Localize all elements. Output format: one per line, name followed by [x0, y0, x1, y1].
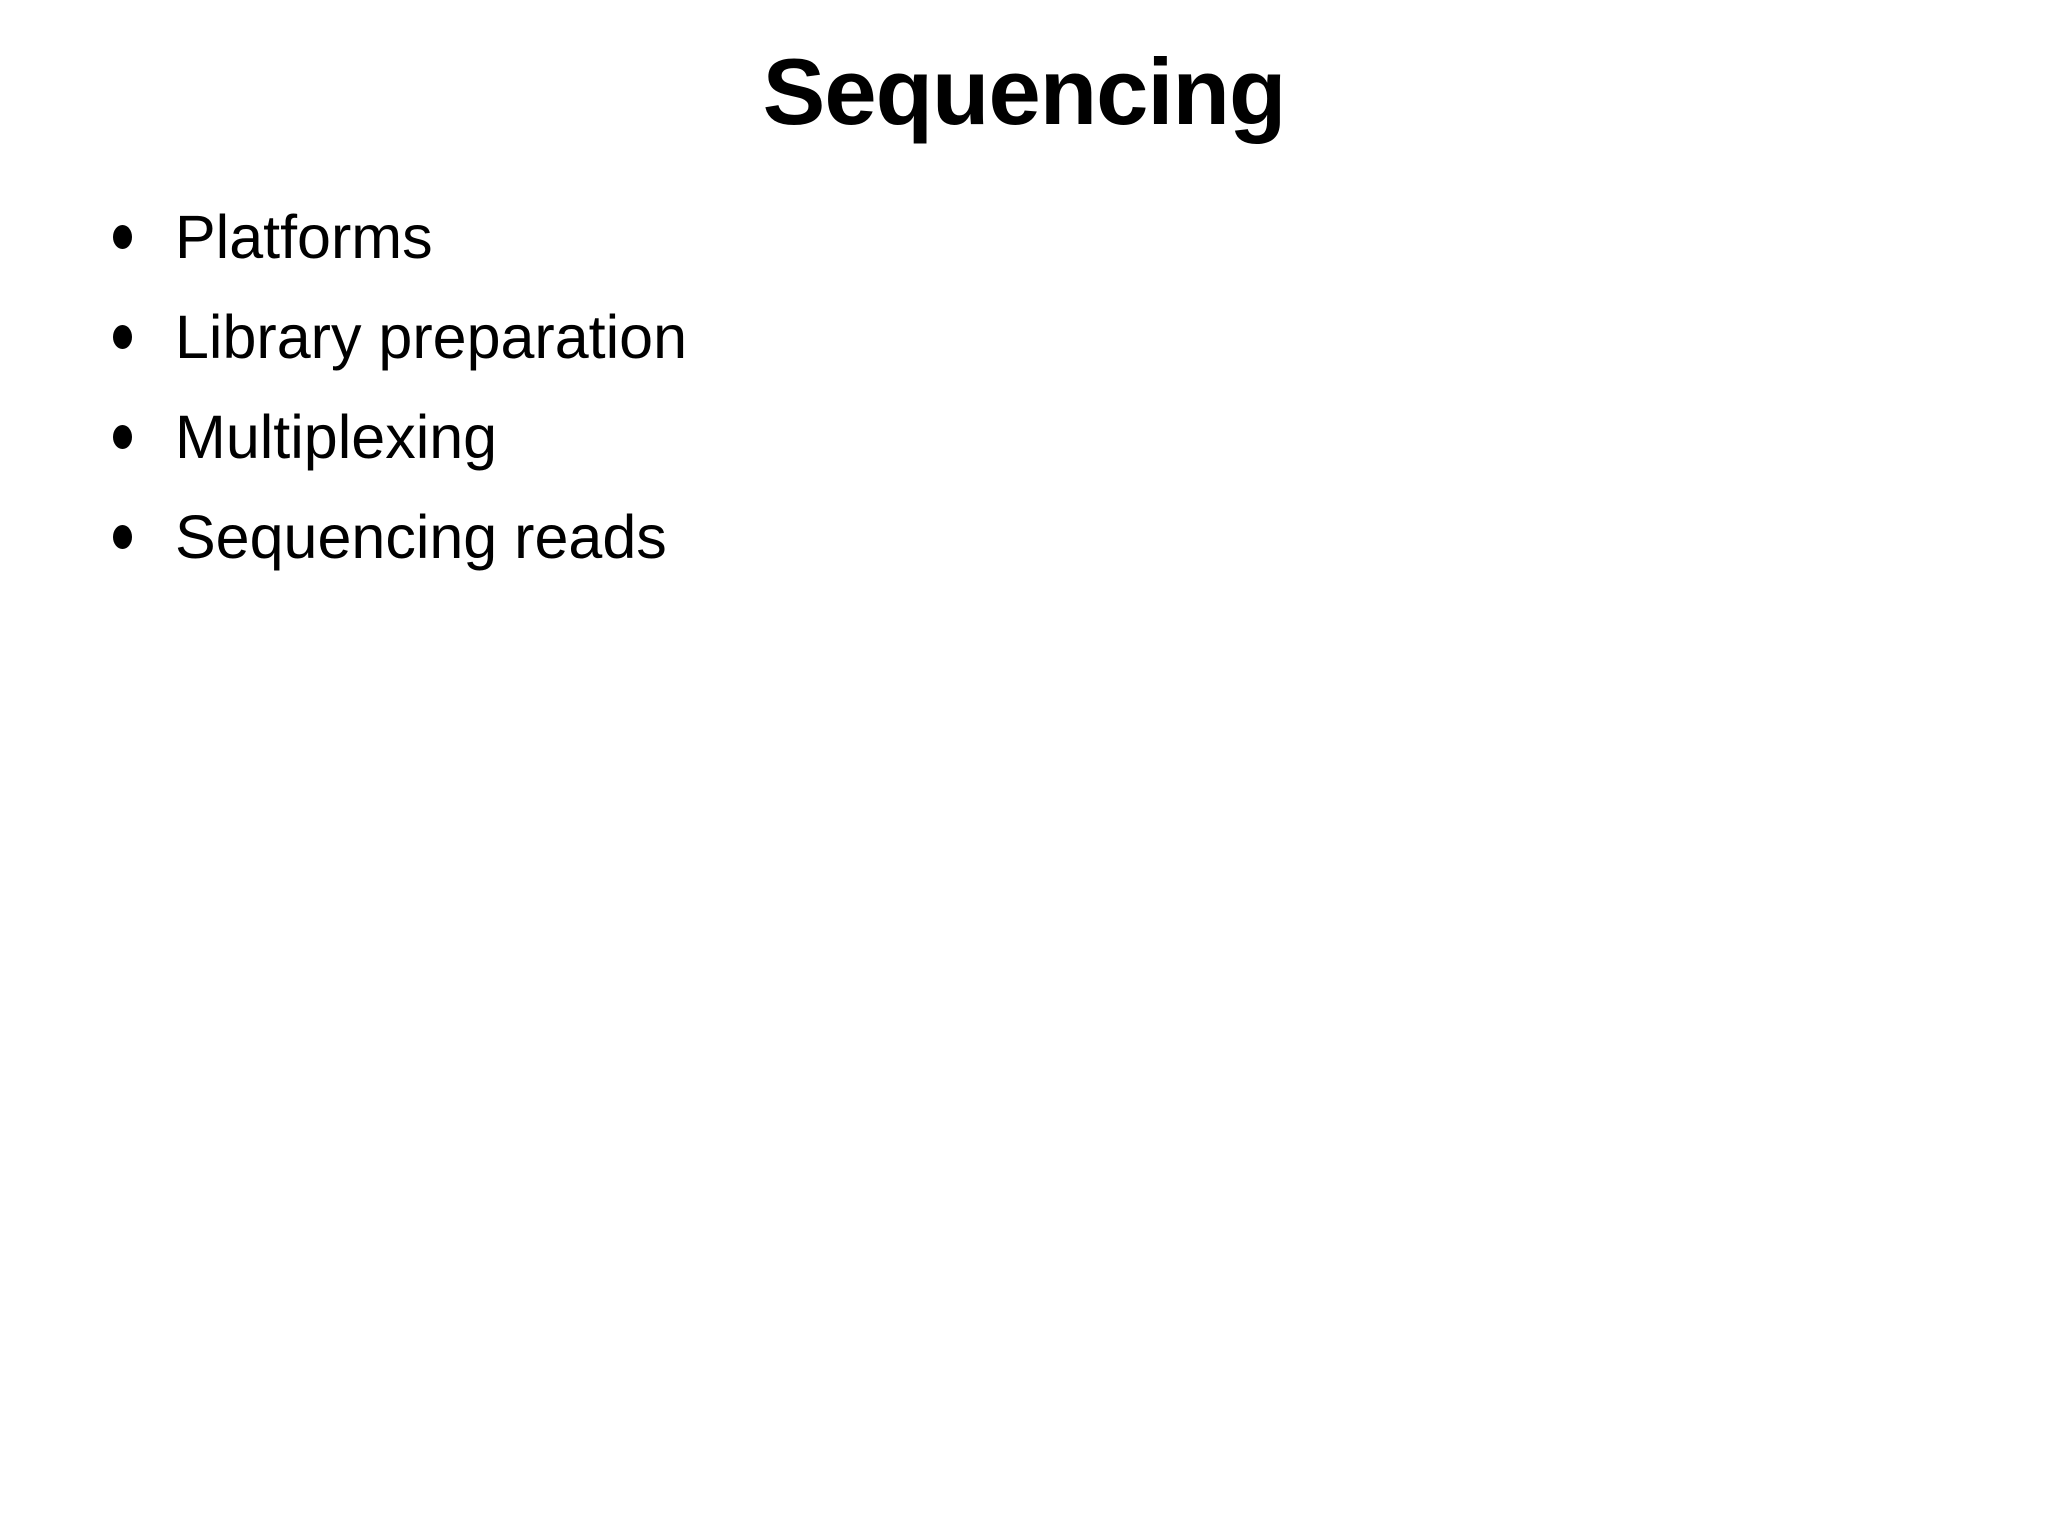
- bullet-icon: [113, 525, 132, 549]
- bullet-icon: [113, 225, 132, 249]
- bullet-list: Platforms Library preparation Multiplexi…: [100, 187, 687, 587]
- bullet-label-platforms: Platforms: [175, 203, 433, 271]
- list-item: Multiplexing: [100, 387, 687, 487]
- bullet-icon: [113, 325, 132, 349]
- bullet-label-multiplexing: Multiplexing: [175, 403, 498, 471]
- list-item: Sequencing reads: [100, 487, 687, 587]
- bullet-label-library-preparation: Library preparation: [175, 303, 688, 371]
- list-item: Library preparation: [100, 287, 687, 387]
- bullet-label-sequencing-reads: Sequencing reads: [175, 503, 667, 571]
- slide-title: Sequencing: [762, 39, 1287, 144]
- bullet-icon: [113, 425, 132, 449]
- list-item: Platforms: [100, 187, 687, 287]
